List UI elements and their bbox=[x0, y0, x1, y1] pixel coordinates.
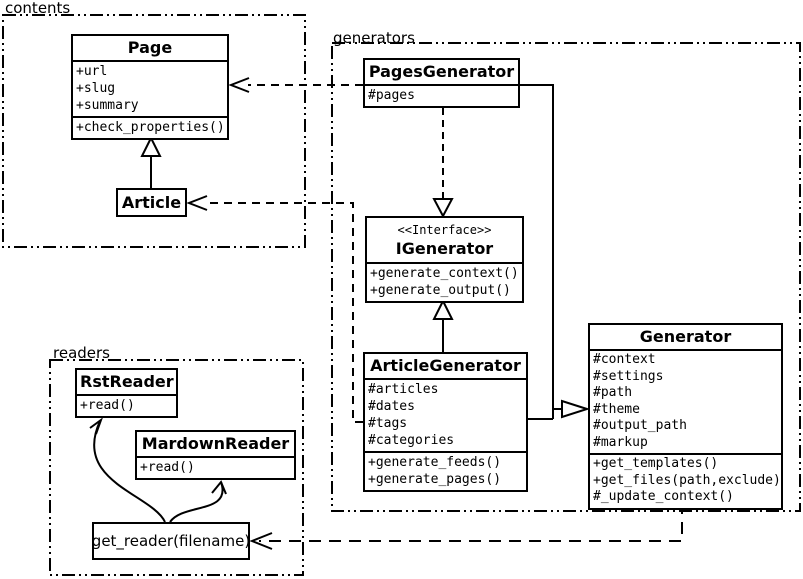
attribute: +summary bbox=[76, 98, 139, 113]
method: +generate_output() bbox=[370, 283, 511, 298]
class-rstreader: RstReader +read() bbox=[75, 368, 178, 418]
class-articlegenerator: ArticleGenerator #articles #dates #tags … bbox=[363, 352, 528, 492]
class-igenerator-stereotype: <<Interface>> bbox=[397, 223, 492, 237]
class-page-attributes: +url +slug +summary bbox=[73, 60, 227, 116]
attribute: #path bbox=[593, 385, 633, 400]
class-mardownreader-methods: +read() bbox=[137, 456, 294, 478]
get-reader-node: get_reader(filename) bbox=[92, 522, 250, 560]
method: +get_templates() bbox=[593, 456, 719, 471]
attribute: #dates bbox=[368, 399, 415, 414]
class-mardownreader-title: MardownReader bbox=[141, 434, 290, 453]
contents-package-label: contents bbox=[5, 0, 71, 17]
attribute: #categories bbox=[368, 433, 455, 448]
article-to-page-generalization bbox=[140, 135, 162, 188]
attribute: #markup bbox=[593, 434, 648, 450]
class-page-methods: +check_properties() bbox=[73, 116, 227, 138]
method: +read() bbox=[140, 460, 195, 475]
getreader-to-mardownreader-arrow bbox=[169, 480, 227, 523]
class-igenerator: <<Interface>> IGenerator +generate_conte… bbox=[365, 216, 524, 303]
method: +read() bbox=[80, 398, 135, 413]
contents-package-border bbox=[2, 14, 306, 248]
class-pagesgenerator: PagesGenerator #pages bbox=[363, 58, 520, 108]
pagesgenerator-to-page-dependency bbox=[228, 77, 363, 93]
generators-package-border bbox=[331, 42, 801, 512]
generators-package-label: generators bbox=[333, 29, 415, 47]
attribute: #theme bbox=[593, 401, 640, 417]
class-generator-methods: +get_templates() +get_files(path,exclude… bbox=[590, 453, 781, 508]
articlegenerator-to-igenerator-generalization bbox=[432, 298, 454, 352]
method: +get_files(path,exclude) bbox=[593, 472, 781, 488]
generator-to-getreader-dependency bbox=[249, 502, 683, 550]
class-page: Page +url +slug +summary +check_properti… bbox=[71, 34, 229, 140]
class-generator-title: Generator bbox=[639, 327, 732, 346]
class-rstreader-title: RstReader bbox=[80, 372, 174, 391]
class-articlegenerator-title: ArticleGenerator bbox=[370, 356, 521, 375]
attribute: +url bbox=[76, 64, 108, 79]
class-article-title: Article bbox=[121, 193, 182, 212]
method: #_update_context() bbox=[593, 489, 734, 504]
class-article: Article bbox=[116, 188, 187, 217]
readers-package-border bbox=[49, 359, 304, 576]
class-igenerator-methods: +generate_context() +generate_output() bbox=[367, 262, 522, 301]
class-articlegenerator-attributes: #articles #dates #tags #categories bbox=[365, 378, 526, 451]
method: +generate_pages() bbox=[368, 472, 502, 487]
attribute: #pages bbox=[368, 88, 415, 103]
method: +generate_feeds() bbox=[368, 455, 502, 470]
attribute: #tags bbox=[368, 416, 408, 431]
attribute: #settings bbox=[593, 368, 664, 384]
pagesgenerator-to-igenerator-realization bbox=[432, 108, 454, 219]
method: +check_properties() bbox=[76, 120, 225, 135]
class-pagesgenerator-attributes: #pages bbox=[365, 84, 518, 106]
attribute: #articles bbox=[368, 382, 439, 397]
readers-package-label: readers bbox=[53, 344, 110, 362]
attribute: +slug bbox=[76, 81, 116, 96]
class-pagesgenerator-title: PagesGenerator bbox=[368, 62, 515, 81]
class-generator-attributes: #context #settings #path #theme #output_… bbox=[590, 349, 781, 453]
class-mardownreader: MardownReader +read() bbox=[135, 430, 296, 480]
articlegenerator-to-article-dependency bbox=[186, 195, 363, 423]
class-generator: Generator #context #settings #path #them… bbox=[588, 323, 783, 510]
generators-to-generator-generalization bbox=[520, 84, 591, 420]
get-reader-label: get_reader(filename) bbox=[91, 532, 251, 550]
attribute: #output_path bbox=[593, 418, 687, 433]
class-rstreader-methods: +read() bbox=[77, 394, 176, 416]
attribute: #context bbox=[593, 352, 656, 367]
class-articlegenerator-methods: +generate_feeds() +generate_pages() bbox=[365, 451, 526, 490]
class-igenerator-title: IGenerator bbox=[395, 239, 494, 258]
class-page-title: Page bbox=[127, 38, 173, 57]
method: +generate_context() bbox=[370, 266, 519, 281]
getreader-to-rstreader-arrow bbox=[89, 417, 166, 523]
